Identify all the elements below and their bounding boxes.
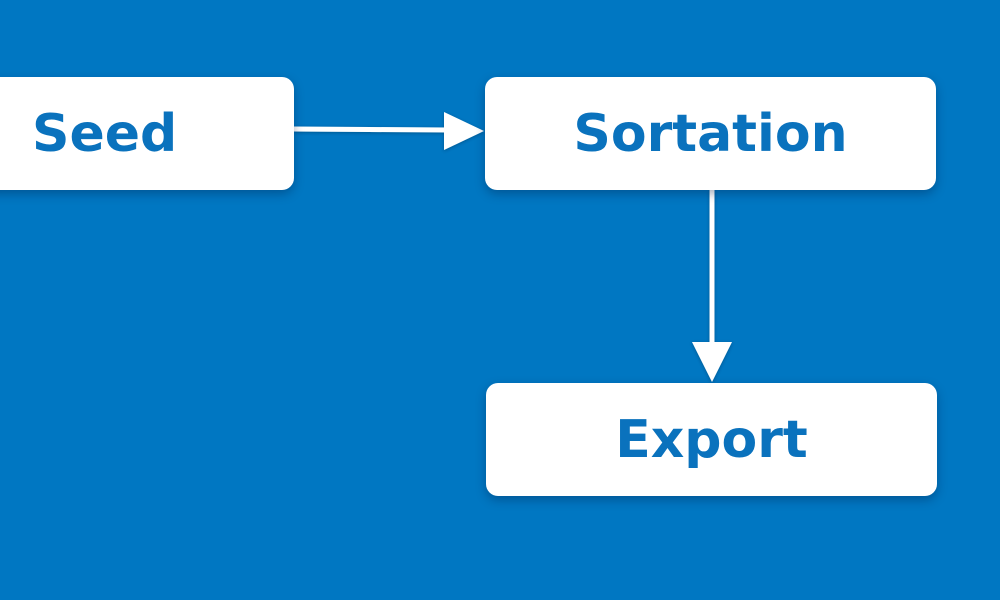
node-seed[interactable]: Seed bbox=[0, 77, 294, 190]
node-export-label: Export bbox=[615, 409, 808, 470]
edge-seed-to-sortation-line bbox=[293, 126, 447, 133]
node-export[interactable]: Export bbox=[486, 383, 937, 496]
node-seed-label: Seed bbox=[32, 103, 178, 164]
arrowhead-right-icon bbox=[444, 112, 484, 150]
node-sortation[interactable]: Sortation bbox=[485, 77, 936, 190]
node-sortation-label: Sortation bbox=[573, 103, 848, 164]
arrowhead-down-icon bbox=[692, 342, 732, 382]
edge-sortation-to-export bbox=[692, 190, 732, 382]
edge-seed-to-sortation bbox=[293, 112, 484, 150]
